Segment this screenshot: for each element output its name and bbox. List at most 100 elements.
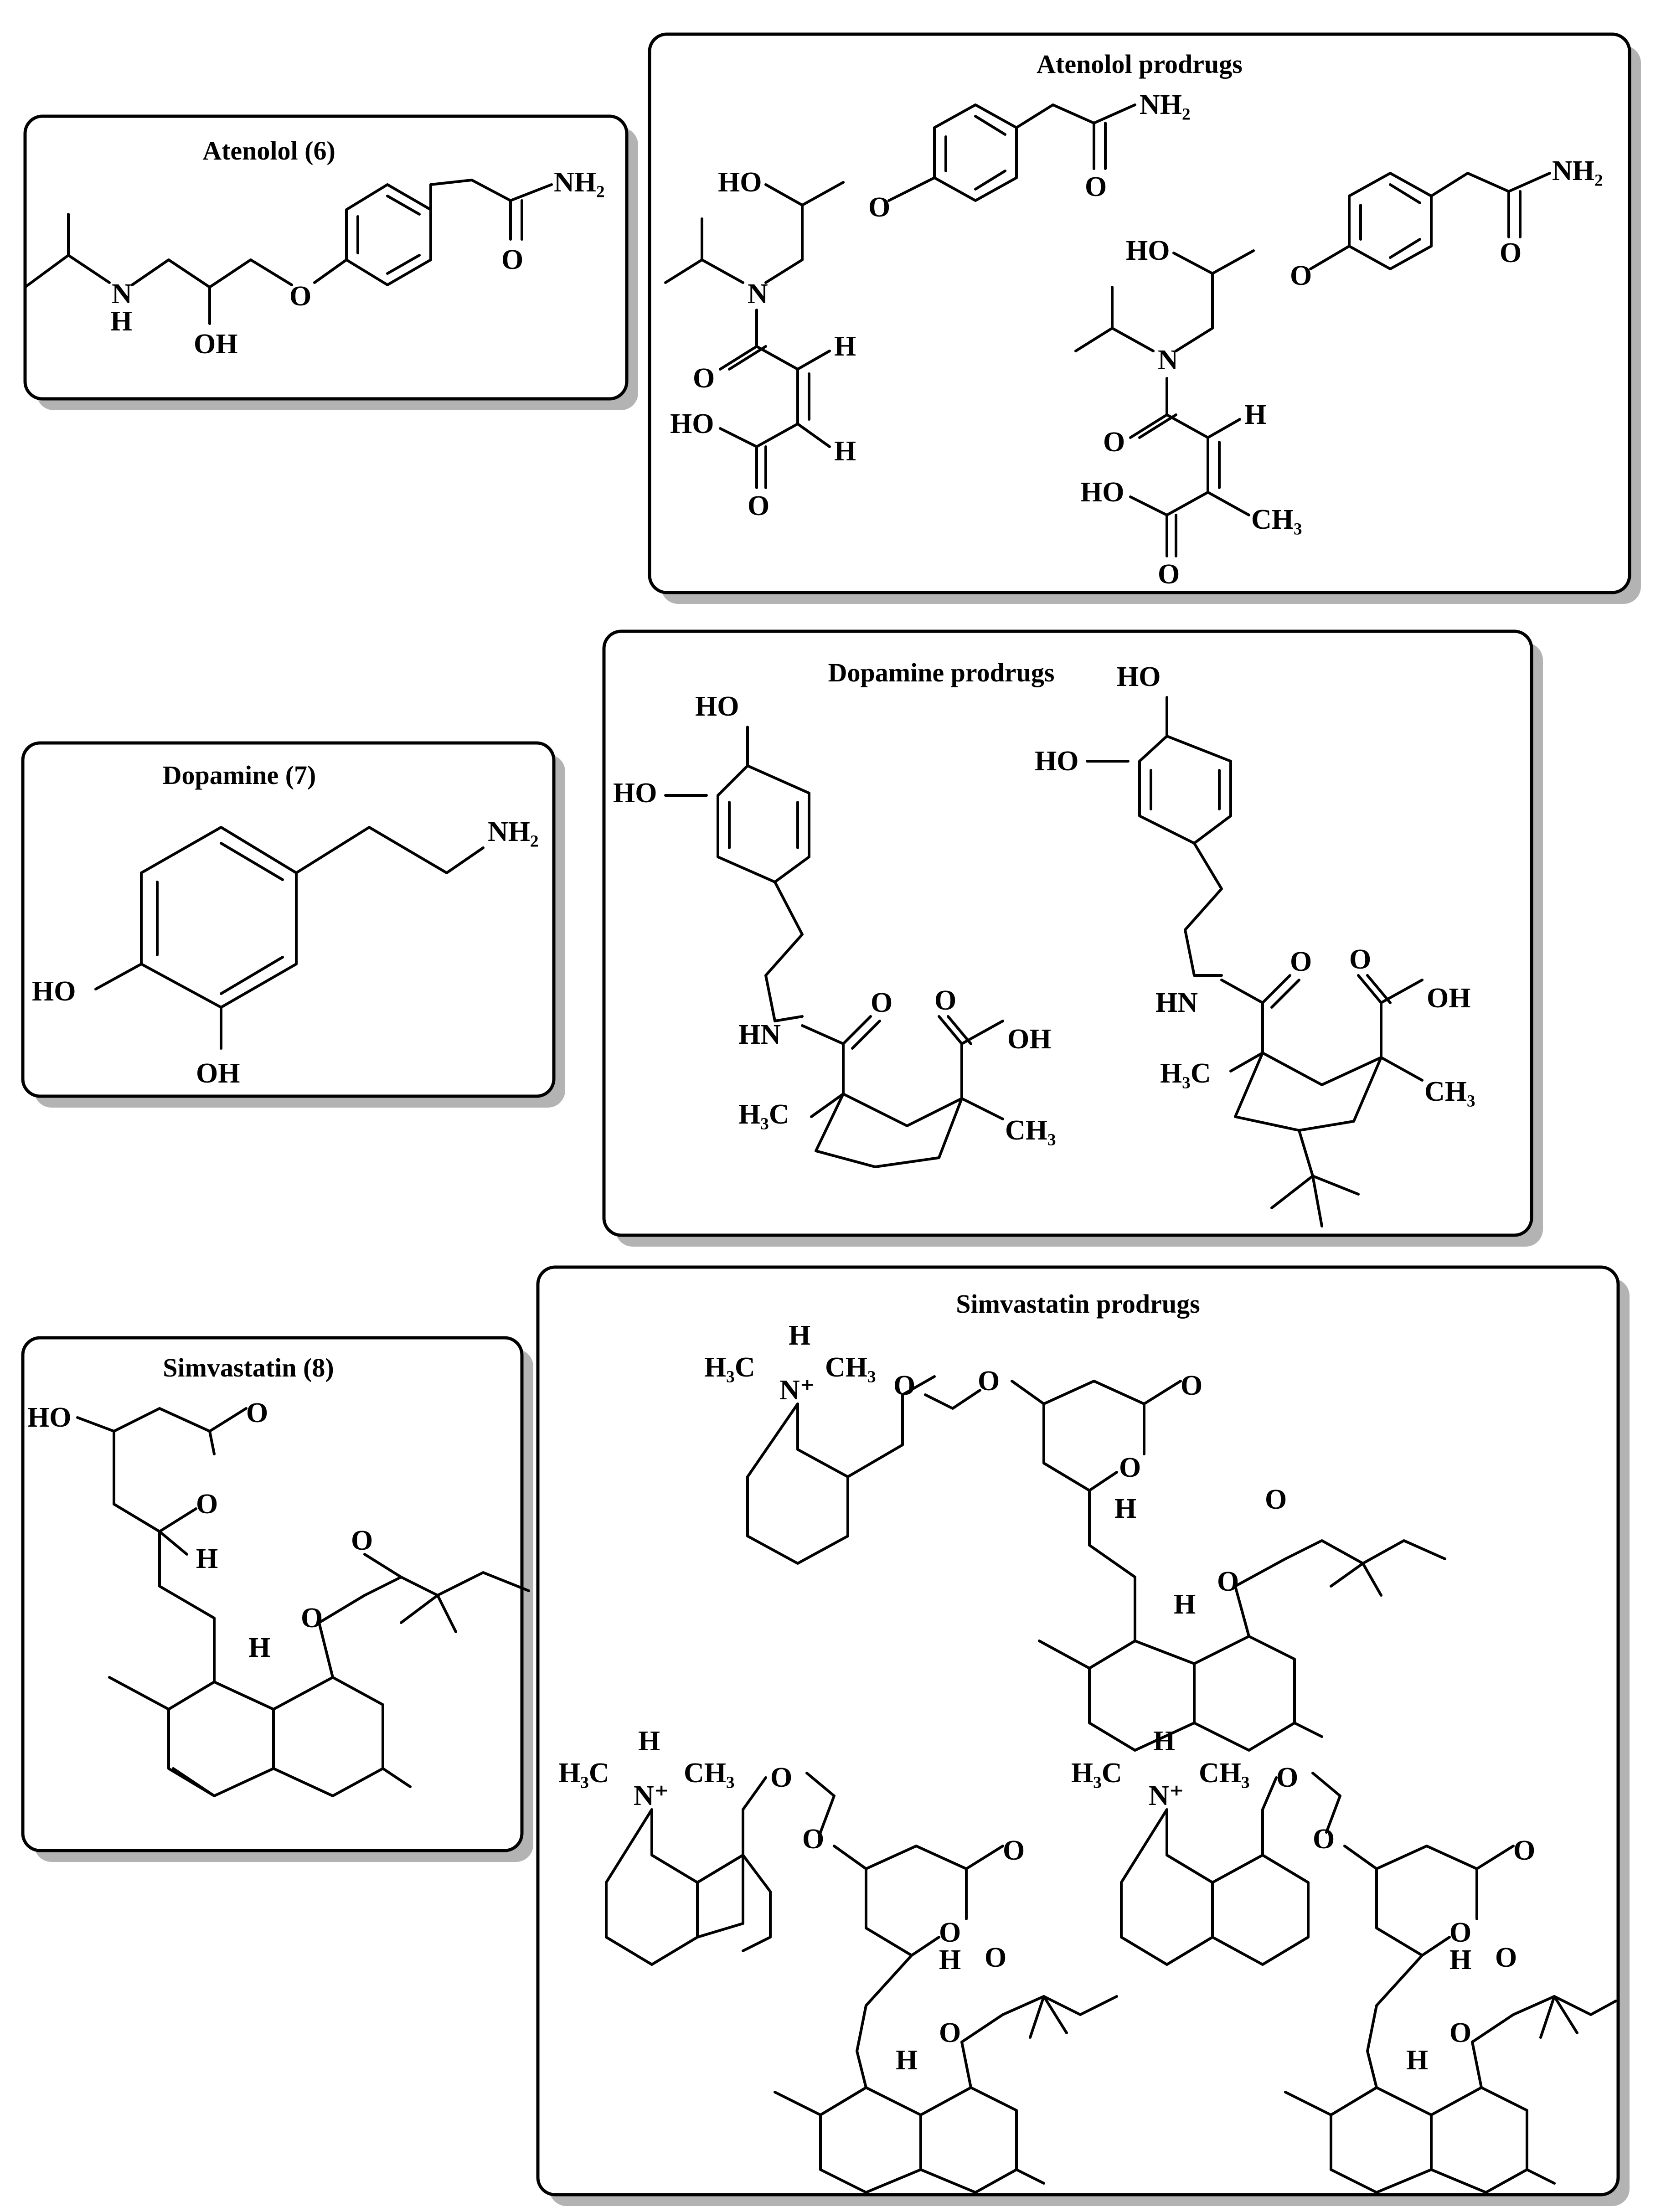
atenolol-prodrug-2: HO O O NH₂ N O H CH₃ HO O (1074, 155, 1603, 590)
atom-label: HO (1035, 746, 1078, 777)
panel-atenolol-prodrugs-title: Atenolol prodrugs (1037, 49, 1243, 79)
atom-label: O (1290, 946, 1312, 977)
atom-label: H₃C (738, 1099, 789, 1130)
atom-label: O (1181, 1370, 1202, 1401)
atom-label: HO (670, 408, 714, 439)
atom-label: H (834, 436, 856, 467)
panel-atenolol-title: Atenolol (6) (202, 136, 335, 165)
atom-label: CH₃ (1199, 1758, 1250, 1789)
atom-label: H (1153, 1726, 1175, 1757)
atom-label: O (1103, 427, 1125, 458)
atom-label: CH₃ (825, 1352, 876, 1383)
atom-label: O (802, 1824, 824, 1855)
atom-label: O (1449, 2017, 1471, 2048)
atom-label: HO (32, 976, 76, 1007)
atom-label: O (978, 1366, 1000, 1397)
atom-label: N (748, 278, 768, 309)
atom-label: O (934, 985, 956, 1016)
atom-label: O (501, 244, 523, 275)
atom-label: O (1085, 171, 1107, 202)
atom-label: H (939, 1944, 961, 1975)
atom-label: H₃C (1160, 1058, 1211, 1089)
atom-label: N⁺ (779, 1375, 815, 1406)
atom-label: N (112, 278, 132, 309)
atom-label: N⁺ (634, 1780, 669, 1811)
atom-label: HN (1155, 987, 1198, 1018)
atom-label: O (939, 1917, 961, 1948)
atom-label: H (1114, 1493, 1136, 1524)
atom-label: HO (695, 691, 739, 722)
atom-label: O (770, 1762, 792, 1793)
atom-label: H₃C (558, 1758, 609, 1789)
atom-label: N⁺ (1149, 1780, 1184, 1811)
atom-label: O (196, 1489, 218, 1520)
simvastatin-prodrug-3: H H₃C N⁺ CH₃ O O O O H H O O (1071, 1726, 1617, 2194)
panel-atenolol-prodrugs: Atenolol prodrugs HO O O NH₂ N O H H HO … (648, 32, 1641, 604)
atom-label: HO (27, 1402, 71, 1433)
atom-label: H (110, 306, 132, 337)
dopamine-prodrug-2: HO HO HN O O OH H₃C CH₃ (1035, 661, 1475, 1227)
atom-label: H₃C (704, 1352, 755, 1383)
simvastatin-prodrug-2: H H₃C N⁺ CH₃ O O O O H H O O (558, 1726, 1118, 2194)
panel-dopamine-prodrugs: Dopamine prodrugs HO HO HN O O OH H₃C CH… (602, 629, 1543, 1247)
panel-simvastatin-prodrugs: Simvastatin prodrugs H H₃C N⁺ CH₃ O O O … (536, 1265, 1630, 2206)
atom-label: O (1119, 1452, 1141, 1483)
atom-label: O (1276, 1762, 1298, 1793)
atom-label: OH (194, 329, 237, 360)
atom-label: O (985, 1942, 1006, 1973)
atom-label: O (693, 363, 715, 394)
atom-label: O (1217, 1566, 1239, 1597)
atom-label: O (289, 281, 311, 312)
atom-label: O (1495, 1942, 1517, 1973)
atom-label: H (1244, 399, 1266, 430)
atom-label: O (748, 490, 769, 521)
atom-label: O (1349, 944, 1371, 975)
atom-label: H₃C (1071, 1758, 1122, 1789)
atom-label: NH₂ (488, 816, 539, 847)
atom-label: O (1158, 559, 1180, 590)
atom-label: HO (613, 778, 657, 809)
atom-label: OH (1007, 1024, 1051, 1055)
atom-label: O (1003, 1835, 1025, 1866)
atom-label: H (834, 331, 856, 362)
simvastatin-prodrug-1: H H₃C N⁺ CH₃ O O O O H H O O (704, 1320, 1446, 1752)
atom-label: O (1513, 1835, 1535, 1866)
atom-label: CH₃ (1424, 1076, 1475, 1107)
atenolol-structure: N H OH O O NH₂ (24, 167, 605, 360)
atom-label: O (871, 987, 892, 1018)
dopamine-prodrug-1: HO HO HN O O OH H₃C CH₃ (613, 691, 1056, 1168)
atom-label: O (246, 1397, 268, 1428)
panel-simvastatin: Simvastatin (8) HO O O H H O O (21, 1336, 533, 1862)
atom-label: O (939, 2017, 961, 2048)
atom-label: OH (196, 1058, 240, 1089)
atom-label: H (248, 1632, 270, 1663)
atom-label: CH₃ (684, 1758, 735, 1789)
atom-label: O (351, 1525, 373, 1556)
atom-label: O (1265, 1484, 1287, 1515)
atom-label: OH (1427, 983, 1470, 1014)
atom-label: NH₂ (554, 167, 605, 198)
atom-label: HO (1080, 477, 1124, 508)
atom-label: O (1290, 260, 1312, 291)
atom-label: HN (738, 1019, 781, 1050)
atenolol-prodrug-1: HO O O NH₂ N O H H HO O (664, 89, 1191, 521)
atom-label: H (196, 1543, 218, 1574)
atom-label: H (896, 2045, 918, 2076)
panel-atenolol: Atenolol (6) N H OH O O NH₂ (23, 114, 638, 410)
atom-label: CH₃ (1005, 1115, 1056, 1146)
atom-label: H (789, 1320, 810, 1351)
atom-label: HO (1126, 235, 1170, 266)
atom-label: H (1406, 2045, 1428, 2076)
atom-label: O (893, 1370, 915, 1401)
atom-label: N (1158, 345, 1178, 376)
atom-label: O (1313, 1824, 1335, 1855)
panel-dopamine-prodrugs-title: Dopamine prodrugs (828, 658, 1055, 687)
atom-label: HO (1117, 661, 1161, 692)
atom-label: CH₃ (1251, 504, 1302, 535)
atom-label: O (1449, 1917, 1471, 1948)
panel-dopamine: Dopamine (7) NH₂ HO OH (21, 741, 565, 1108)
simvastatin-structure: HO O O H H O O (27, 1397, 530, 1797)
atom-label: H (1174, 1589, 1196, 1620)
atom-label: O (868, 192, 890, 223)
